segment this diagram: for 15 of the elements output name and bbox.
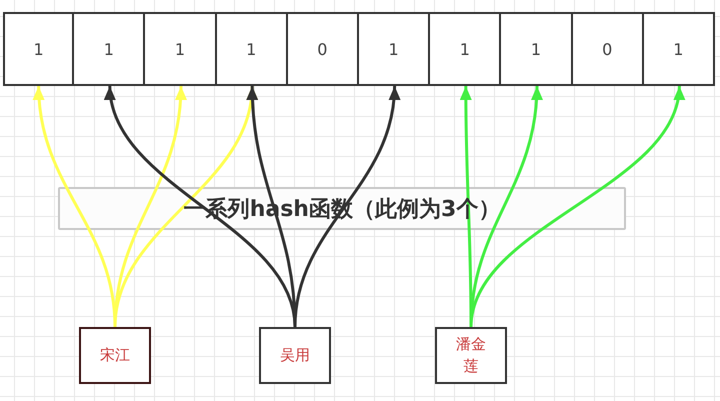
- array-cell: 0: [288, 12, 359, 86]
- array-cell: 1: [644, 12, 715, 86]
- array-cell: 1: [74, 12, 146, 86]
- array-cell: 1: [145, 12, 217, 86]
- array-cell: 1: [3, 12, 74, 86]
- arrow: [294, 86, 400, 328]
- array-cell: 0: [572, 12, 644, 86]
- arrow: [470, 86, 683, 328]
- array-cell: 1: [216, 12, 288, 86]
- array-cell: 1: [501, 12, 573, 86]
- name-box: 宋江: [79, 327, 151, 384]
- name-box: 吴用: [259, 327, 331, 384]
- array-cell: 1: [359, 12, 430, 86]
- name-box: 潘金莲: [435, 327, 507, 384]
- array-cell: 1: [430, 12, 502, 86]
